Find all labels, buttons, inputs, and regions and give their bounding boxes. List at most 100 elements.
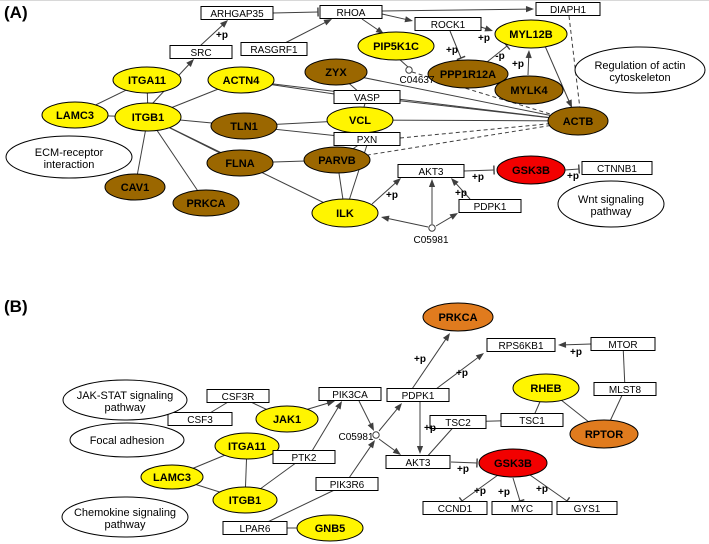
gene-box-vasp[interactable] [333, 90, 401, 104]
gene-box-arhgap35[interactable] [200, 6, 274, 20]
node-tsc1[interactable]: TSC1 [500, 413, 564, 428]
gene-ellipse-ppp1r12a[interactable] [427, 59, 509, 89]
gene-box-csf3r[interactable] [206, 389, 270, 403]
node-rheb[interactable]: RHEB [512, 373, 580, 403]
gene-ellipse-rheb[interactable] [512, 373, 580, 403]
gene-ellipse-itga11-b[interactable] [214, 432, 280, 460]
gene-box-rhoa[interactable] [319, 5, 383, 19]
gene-ellipse-pip5k1c[interactable] [357, 31, 435, 61]
node-ppp1r12a[interactable]: PPP1R12A [427, 59, 509, 89]
node-c05981-b[interactable]: C05981 [338, 431, 380, 443]
gene-box-pdpk1-b[interactable] [386, 388, 450, 402]
pathway-ellipse-path-chemokine[interactable] [61, 496, 189, 538]
node-parvb[interactable]: PARVB [303, 146, 371, 174]
gene-box-src[interactable] [169, 45, 233, 59]
node-zyx[interactable]: ZYX [304, 58, 368, 86]
node-pxn[interactable]: PXN [333, 132, 401, 147]
gene-box-rock1[interactable] [414, 17, 482, 31]
node-lamc3-b[interactable]: LAMC3 [140, 464, 204, 490]
node-itgb1-a[interactable]: ITGB1 [114, 102, 182, 132]
pathway-ellipse-path-ecm[interactable] [5, 135, 133, 179]
compound-circle-icon-c05981-b[interactable] [372, 431, 380, 439]
gene-box-pdpk1-a[interactable] [458, 199, 522, 213]
node-arhgap35[interactable]: ARHGAP35 [200, 6, 274, 21]
node-csf3[interactable]: CSF3 [167, 412, 233, 427]
gene-ellipse-itgb1-b[interactable] [212, 486, 278, 514]
gene-ellipse-itga11-a[interactable] [112, 66, 182, 94]
gene-box-gys1[interactable] [556, 501, 618, 515]
pathway-ellipse-path-focal[interactable] [69, 422, 185, 458]
pathway-ellipse-path-reg-actin[interactable] [574, 46, 706, 94]
gene-ellipse-mylk4[interactable] [494, 75, 564, 105]
node-pdpk1-a[interactable]: PDPK1 [458, 199, 522, 214]
gene-ellipse-tln1[interactable] [210, 112, 278, 140]
node-vcl[interactable]: VCL [326, 106, 394, 134]
gene-ellipse-myl12b[interactable] [494, 19, 568, 49]
gene-box-myc[interactable] [491, 501, 553, 515]
gene-ellipse-prkca-a[interactable] [172, 189, 240, 217]
gene-box-diaph1[interactable] [535, 2, 601, 16]
gene-box-rps6kb1[interactable] [486, 338, 556, 352]
gene-box-pik3r6[interactable] [315, 477, 379, 491]
gene-box-lpar6[interactable] [222, 521, 288, 535]
node-diaph1[interactable]: DIAPH1 [535, 2, 601, 17]
gene-ellipse-rptor[interactable] [569, 419, 639, 449]
node-gsk3b-a[interactable]: GSK3B [496, 155, 566, 185]
node-gsk3b-b[interactable]: GSK3B [478, 448, 548, 478]
gene-ellipse-zyx[interactable] [304, 58, 368, 86]
node-rps6kb1[interactable]: RPS6KB1 [486, 338, 556, 353]
gene-ellipse-actb[interactable] [547, 106, 609, 136]
gene-box-tsc2[interactable] [429, 415, 487, 429]
node-path-focal[interactable]: Focal adhesion [69, 422, 185, 458]
node-rock1[interactable]: ROCK1 [414, 17, 482, 32]
node-c05981-a[interactable]: C05981 [413, 224, 449, 246]
gene-box-pxn[interactable] [333, 132, 401, 146]
gene-ellipse-prkca-b[interactable] [422, 302, 494, 332]
node-ccnd1[interactable]: CCND1 [422, 501, 488, 516]
gene-box-akt3-a[interactable] [397, 164, 465, 178]
node-actn4[interactable]: ACTN4 [207, 66, 275, 94]
node-rhoa[interactable]: RHOA [319, 5, 383, 20]
node-pik3r6[interactable]: PIK3R6 [315, 477, 379, 492]
node-pdpk1-b[interactable]: PDPK1 [386, 388, 450, 403]
gene-box-ptk2[interactable] [272, 450, 336, 464]
compound-circle-icon-c04637[interactable] [405, 66, 413, 74]
node-flna[interactable]: FLNA [206, 149, 274, 177]
node-lamc3-a[interactable]: LAMC3 [41, 101, 109, 129]
node-mtor[interactable]: MTOR [590, 337, 656, 352]
gene-box-akt3-b[interactable] [385, 455, 451, 469]
node-c04637[interactable]: C04637 [399, 66, 435, 86]
gene-box-ctnnb1[interactable] [581, 161, 653, 175]
gene-ellipse-lamc3-b[interactable] [140, 464, 204, 490]
compound-circle-icon-c05981-a[interactable] [428, 224, 436, 232]
gene-ellipse-flna[interactable] [206, 149, 274, 177]
node-itga11-b[interactable]: ITGA11 [214, 432, 280, 460]
node-gnb5[interactable]: GNB5 [296, 514, 364, 542]
node-vasp[interactable]: VASP [333, 90, 401, 105]
gene-box-tsc1[interactable] [500, 413, 564, 427]
gene-box-rasgrf1[interactable] [240, 42, 308, 56]
node-itga11-a[interactable]: ITGA11 [112, 66, 182, 94]
gene-ellipse-jak1[interactable] [255, 405, 319, 433]
gene-box-csf3[interactable] [167, 412, 233, 426]
gene-ellipse-itgb1-a[interactable] [114, 102, 182, 132]
gene-ellipse-gsk3b-a[interactable] [496, 155, 566, 185]
node-src[interactable]: SRC [169, 45, 233, 60]
gene-ellipse-cav1[interactable] [104, 173, 166, 201]
node-myl12b[interactable]: MYL12B [494, 19, 568, 49]
node-csf3r[interactable]: CSF3R [206, 389, 270, 404]
node-akt3-a[interactable]: AKT3 [397, 164, 465, 179]
node-jak1[interactable]: JAK1 [255, 405, 319, 433]
gene-box-pik3ca[interactable] [318, 387, 382, 401]
node-ctnnb1[interactable]: CTNNB1 [581, 161, 653, 176]
node-mylk4[interactable]: MYLK4 [494, 75, 564, 105]
node-pip5k1c[interactable]: PIP5K1C [357, 31, 435, 61]
node-ilk[interactable]: ILK [311, 198, 379, 228]
node-lpar6[interactable]: LPAR6 [222, 521, 288, 536]
node-pik3ca[interactable]: PIK3CA [318, 387, 382, 402]
